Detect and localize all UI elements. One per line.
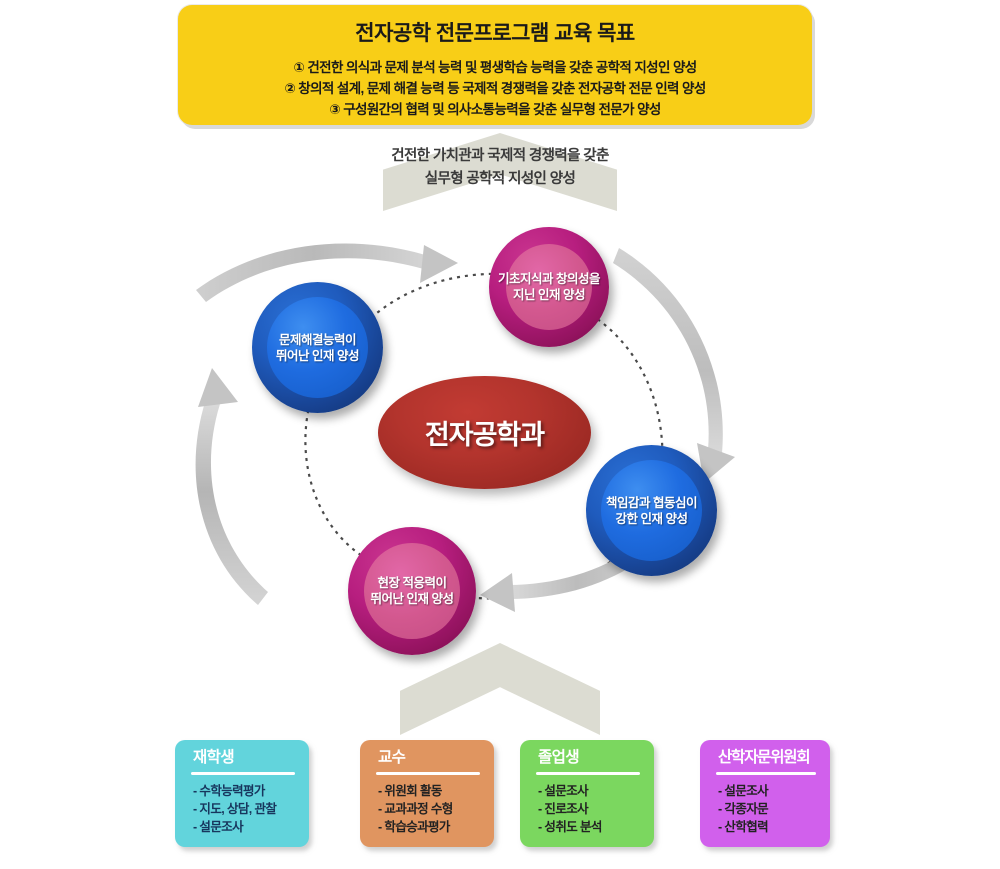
title-divider bbox=[376, 772, 480, 775]
goal-line-3: ③ 구성원간의 협력 및 의사소통능력을 갖춘 실무형 전문가 양성 bbox=[329, 102, 661, 117]
subtitle-line-2: 실무형 공학적 지성인 양성 bbox=[424, 171, 576, 187]
cycle-arrow-bottom-left bbox=[480, 535, 661, 612]
goal-line-2: ② 창의적 설계, 문제 해결 능력 등 국제적 경쟁력을 갖춘 전자공학 전문… bbox=[284, 81, 706, 96]
cycle-node-label: 책임감과 협동심이 강한 인재 양성 bbox=[602, 495, 701, 527]
cycle-node-responsibility[interactable]: 책임감과 협동심이 강한 인재 양성 bbox=[586, 445, 717, 576]
node-line-1: 책임감과 협동심이 bbox=[606, 495, 697, 510]
cycle-arrow-left-up bbox=[195, 368, 268, 605]
stakeholder-boxes: 재학생 - 수학능력평가 - 지도, 상담, 관찰 - 설문조사 교수 - 위원… bbox=[0, 740, 1000, 860]
cycle-node-label: 현장 적응력이 뛰어난 인재 양성 bbox=[367, 575, 458, 607]
education-goal-box: 전자공학 전문프로그램 교육 목표 ① 건전한 의식과 문제 분석 능력 및 평… bbox=[178, 5, 812, 125]
cycle-node-field-adaptability[interactable]: 현장 적응력이 뛰어난 인재 양성 bbox=[348, 527, 476, 655]
cycle-node-label: 문제해결능력이 뛰어난 인재 양성 bbox=[272, 332, 363, 364]
stakeholder-item: - 각종자문 bbox=[718, 802, 769, 816]
node-line-2: 강한 인재 양성 bbox=[615, 511, 688, 526]
stakeholder-item: - 설문조사 bbox=[538, 784, 589, 798]
node-line-1: 문제해결능력이 bbox=[278, 332, 357, 347]
node-inner-disc bbox=[267, 297, 368, 398]
stakeholder-box-professors[interactable]: 교수 - 위원회 활동 - 교과과정 수형 - 학습승과평가 bbox=[360, 740, 494, 847]
stakeholder-title: 산학자문위원회 bbox=[718, 749, 811, 766]
cycle-arrow-right-down bbox=[613, 248, 735, 483]
goal-line-1: ① 건전한 의식과 문제 분석 능력 및 평생학습 능력을 갖춘 공학적 지성인… bbox=[293, 60, 697, 75]
node-line-2: 뛰어난 인재 양성 bbox=[370, 592, 454, 606]
stakeholder-box-graduates[interactable]: 졸업생 - 설문조사 - 진로조사 - 성취도 분석 bbox=[520, 740, 654, 847]
node-line-2: 지닌 인재 양성 bbox=[513, 288, 585, 302]
center-department-ellipse: 전자공학과 bbox=[378, 376, 591, 489]
cycle-arrow-top-right bbox=[196, 243, 458, 302]
stakeholder-title: 졸업생 bbox=[538, 749, 580, 766]
cycle-arrows-svg bbox=[195, 243, 735, 612]
stakeholder-item: - 수학능력평가 bbox=[193, 784, 265, 798]
cycle-node-problem-solving[interactable]: 문제해결능력이 뛰어난 인재 양성 bbox=[252, 282, 383, 413]
node-inner-disc bbox=[506, 244, 592, 330]
stakeholder-item: - 학습승과평가 bbox=[378, 820, 450, 834]
subtitle-line-1: 건전한 가치관과 국제적 경쟁력을 갖춘 bbox=[391, 148, 609, 164]
stakeholder-item: - 산학협력 bbox=[718, 820, 769, 834]
stakeholder-box-students[interactable]: 재학생 - 수학능력평가 - 지도, 상담, 관찰 - 설문조사 bbox=[175, 740, 309, 847]
subtitle-text: 건전한 가치관과 국제적 경쟁력을 갖춘 실무형 공학적 지성인 양성 bbox=[300, 145, 700, 191]
node-inner-disc bbox=[601, 460, 702, 561]
stakeholder-item: - 위원회 활동 bbox=[378, 784, 442, 798]
node-line-1: 현장 적응력이 bbox=[377, 576, 447, 590]
stakeholder-title: 교수 bbox=[378, 749, 406, 766]
stakeholder-item: - 설문조사 bbox=[718, 784, 769, 798]
center-department-label: 전자공학과 bbox=[424, 420, 545, 450]
cycle-node-label: 기초지식과 창의성을 지닌 인재 양성 bbox=[494, 271, 604, 303]
stakeholder-item: - 교과과정 수형 bbox=[378, 802, 453, 816]
competency-cycle-diagram: 전자공학과 기초지식과 창의성을 지닌 인재 양성 문제해결능력이 뛰어난 인재… bbox=[0, 195, 1000, 665]
title-divider bbox=[191, 772, 295, 775]
title-divider bbox=[716, 772, 816, 775]
stakeholder-item: - 진로조사 bbox=[538, 802, 589, 816]
node-line-1: 기초지식과 창의성을 bbox=[498, 272, 600, 286]
cycle-node-basic-knowledge[interactable]: 기초지식과 창의성을 지닌 인재 양성 bbox=[489, 227, 609, 347]
stakeholder-item: - 성취도 분석 bbox=[538, 820, 602, 834]
stakeholder-item: - 설문조사 bbox=[193, 820, 244, 834]
node-line-2: 뛰어난 인재 양성 bbox=[276, 348, 359, 363]
stakeholder-item: - 지도, 상담, 관찰 bbox=[193, 802, 277, 816]
stakeholder-box-industry-advisory[interactable]: 산학자문위원회 - 설문조사 - 각종자문 - 산학협력 bbox=[700, 740, 830, 847]
stakeholder-title: 재학생 bbox=[193, 749, 235, 766]
goal-title: 전자공학 전문프로그램 교육 목표 bbox=[355, 22, 635, 45]
node-inner-disc bbox=[364, 543, 460, 639]
title-divider bbox=[536, 772, 640, 775]
